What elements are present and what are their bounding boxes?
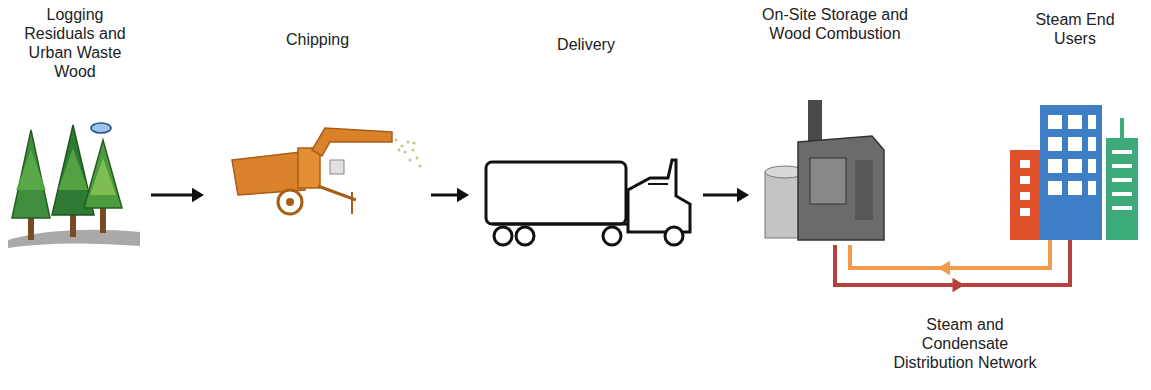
- distribution-pipe: [835, 240, 1070, 292]
- node-heading: Delivery: [486, 35, 686, 54]
- flow-arrow: [151, 188, 204, 202]
- arrowhead: [737, 188, 749, 202]
- illustration-node: Logging Residuals and Urban Waste Wood: [5, 5, 145, 250]
- illustration-node: Delivery: [475, 35, 697, 250]
- chipper-illustration: [232, 128, 422, 214]
- boiler-illustration: [765, 100, 884, 240]
- network-label: Steam and Condensate Distribution Networ…: [885, 315, 1045, 372]
- illustration-node: Chipping: [210, 30, 425, 220]
- node-heading: Chipping: [218, 30, 418, 49]
- flow-arrow: [431, 188, 469, 202]
- illustration-node: On-Site Storage and Wood Combustion: [755, 5, 915, 245]
- arrowhead: [953, 278, 965, 292]
- node-heading: Logging Residuals and Urban Waste Wood: [16, 5, 134, 81]
- connector-line: [151, 194, 198, 197]
- node-heading: Steam End Users: [1029, 10, 1121, 48]
- truck-illustration: [486, 160, 690, 245]
- flow-arrow: [703, 188, 749, 202]
- arrowhead: [457, 188, 469, 202]
- arrowhead: [192, 188, 204, 202]
- trees-illustration: [8, 123, 140, 248]
- buildings-illustration: [1010, 105, 1138, 240]
- node-heading: On-Site Storage and Wood Combustion: [759, 5, 911, 43]
- illustration-node: Steam End Users: [1005, 10, 1145, 240]
- distribution-pipe: [850, 240, 1050, 275]
- arrowhead: [938, 261, 950, 275]
